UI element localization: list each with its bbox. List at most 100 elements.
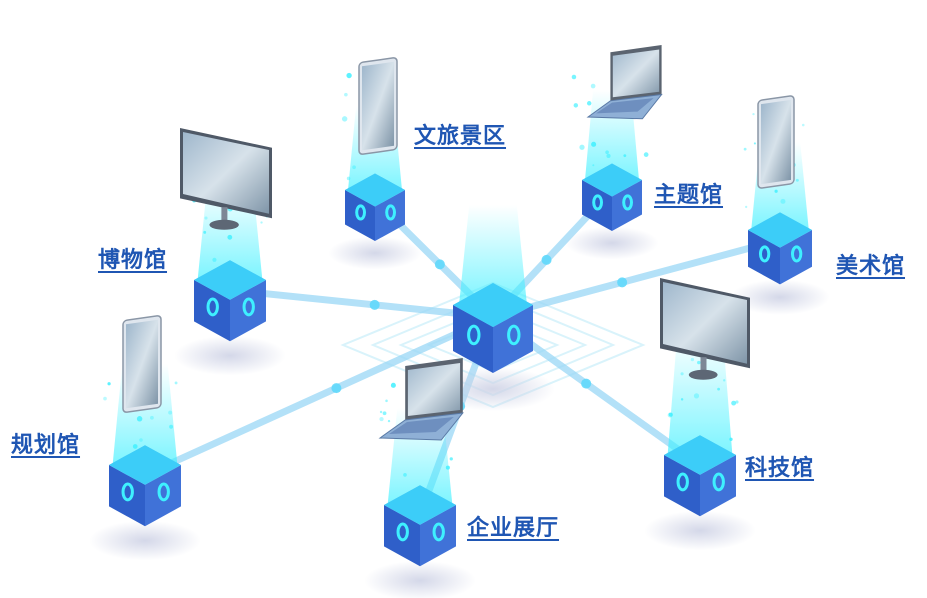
node-bowu[interactable] <box>174 128 286 376</box>
node-cube-top-glow <box>345 173 405 207</box>
hub-cube-top-glow <box>453 283 533 327</box>
cube-shadow <box>174 335 286 376</box>
light-beam <box>459 205 527 305</box>
ring-icon <box>157 482 170 502</box>
connection-line <box>226 286 497 321</box>
node-cube-left-face <box>582 180 612 231</box>
ring-icon <box>712 472 725 492</box>
ring-icon <box>385 204 397 221</box>
cube-shadow <box>328 236 422 270</box>
particle <box>753 142 756 145</box>
node-wenlv[interactable] <box>328 57 422 270</box>
node-cube-left-face <box>664 455 700 517</box>
node-cube-left-face <box>345 190 375 241</box>
label-wenlv[interactable]: 文旅景区 <box>414 124 507 149</box>
particle <box>341 116 348 122</box>
connection-line <box>141 313 497 479</box>
ring-icon <box>790 245 803 263</box>
node-guihua[interactable] <box>89 315 201 561</box>
light-beam <box>667 333 733 455</box>
particle <box>586 101 592 106</box>
particle <box>382 411 387 416</box>
particle <box>745 205 748 209</box>
particle <box>735 400 739 404</box>
label-bowu[interactable]: 博物馆 <box>98 248 168 273</box>
nodes-layer <box>89 45 830 598</box>
ring-icon <box>396 522 409 542</box>
cube-shadow <box>364 560 476 598</box>
label-qiye[interactable]: 企业展厅 <box>467 516 560 541</box>
label-keji[interactable]: 科技馆 <box>745 456 815 481</box>
particle <box>174 381 178 385</box>
cube-shadow <box>89 520 201 561</box>
particle <box>731 400 737 406</box>
particle <box>379 416 384 422</box>
particle <box>801 123 805 127</box>
link-pulse <box>581 378 592 389</box>
tablet-icon <box>122 315 162 413</box>
ring-icon <box>467 324 481 346</box>
particle <box>643 152 649 157</box>
ring-icon <box>242 297 255 317</box>
link-pulse <box>617 277 628 288</box>
label-meishu[interactable]: 美术馆 <box>836 254 906 279</box>
particle <box>579 144 585 150</box>
link-pulse <box>541 254 552 265</box>
cube-shadow <box>730 279 830 315</box>
hub-server[interactable] <box>431 205 555 411</box>
link-pulse <box>369 299 380 310</box>
node-cube-left-face <box>748 230 780 285</box>
monitor-icon <box>180 128 272 230</box>
link-pulse <box>331 383 342 394</box>
laptop-icon <box>586 45 663 120</box>
ring-icon <box>355 204 367 221</box>
particle <box>385 399 388 403</box>
node-cube-top-glow <box>384 485 456 525</box>
hub-cube-left-face <box>453 305 493 373</box>
node-meishu[interactable] <box>730 95 830 315</box>
node-zhuti[interactable] <box>565 45 663 260</box>
laptop-icon <box>378 358 464 441</box>
particle <box>260 221 263 224</box>
ring-icon <box>507 324 521 346</box>
ring-icon <box>432 522 445 542</box>
node-cube-left-face <box>109 465 145 527</box>
monitor-icon <box>660 278 750 380</box>
node-qiye[interactable] <box>364 358 476 598</box>
ring-icon <box>592 194 603 211</box>
node-cube-left-face <box>194 280 230 342</box>
node-cube-top-glow <box>664 435 736 475</box>
node-cube-right-face <box>612 180 642 231</box>
particle <box>103 396 107 401</box>
node-cube-top-glow <box>748 212 812 248</box>
label-guihua[interactable]: 规划馆 <box>11 433 81 458</box>
ring-icon <box>676 472 689 492</box>
particle <box>387 419 391 423</box>
ring-icon <box>622 194 633 211</box>
particle <box>379 410 383 414</box>
node-cube-right-face <box>700 455 736 517</box>
cube-shadow <box>565 226 659 260</box>
tablet-icon <box>757 95 795 189</box>
node-cube-top-glow <box>194 260 266 300</box>
node-cube-top-glow <box>109 445 181 485</box>
node-cube-right-face <box>375 190 405 241</box>
node-keji[interactable] <box>644 278 756 551</box>
ring-icon <box>121 482 134 502</box>
particle <box>590 83 596 89</box>
node-cube-right-face <box>230 280 266 342</box>
label-zhuti[interactable]: 主题馆 <box>654 183 724 208</box>
particle <box>346 72 352 79</box>
ring-icon <box>206 297 219 317</box>
particle <box>743 147 747 151</box>
particle <box>571 74 577 80</box>
node-cube-right-face <box>780 230 812 285</box>
link-pulse <box>434 259 445 270</box>
ring-icon <box>758 245 771 263</box>
node-cube-right-face <box>145 465 181 527</box>
particle <box>752 112 755 116</box>
particle <box>449 457 453 461</box>
node-cube-top-glow <box>582 163 642 197</box>
